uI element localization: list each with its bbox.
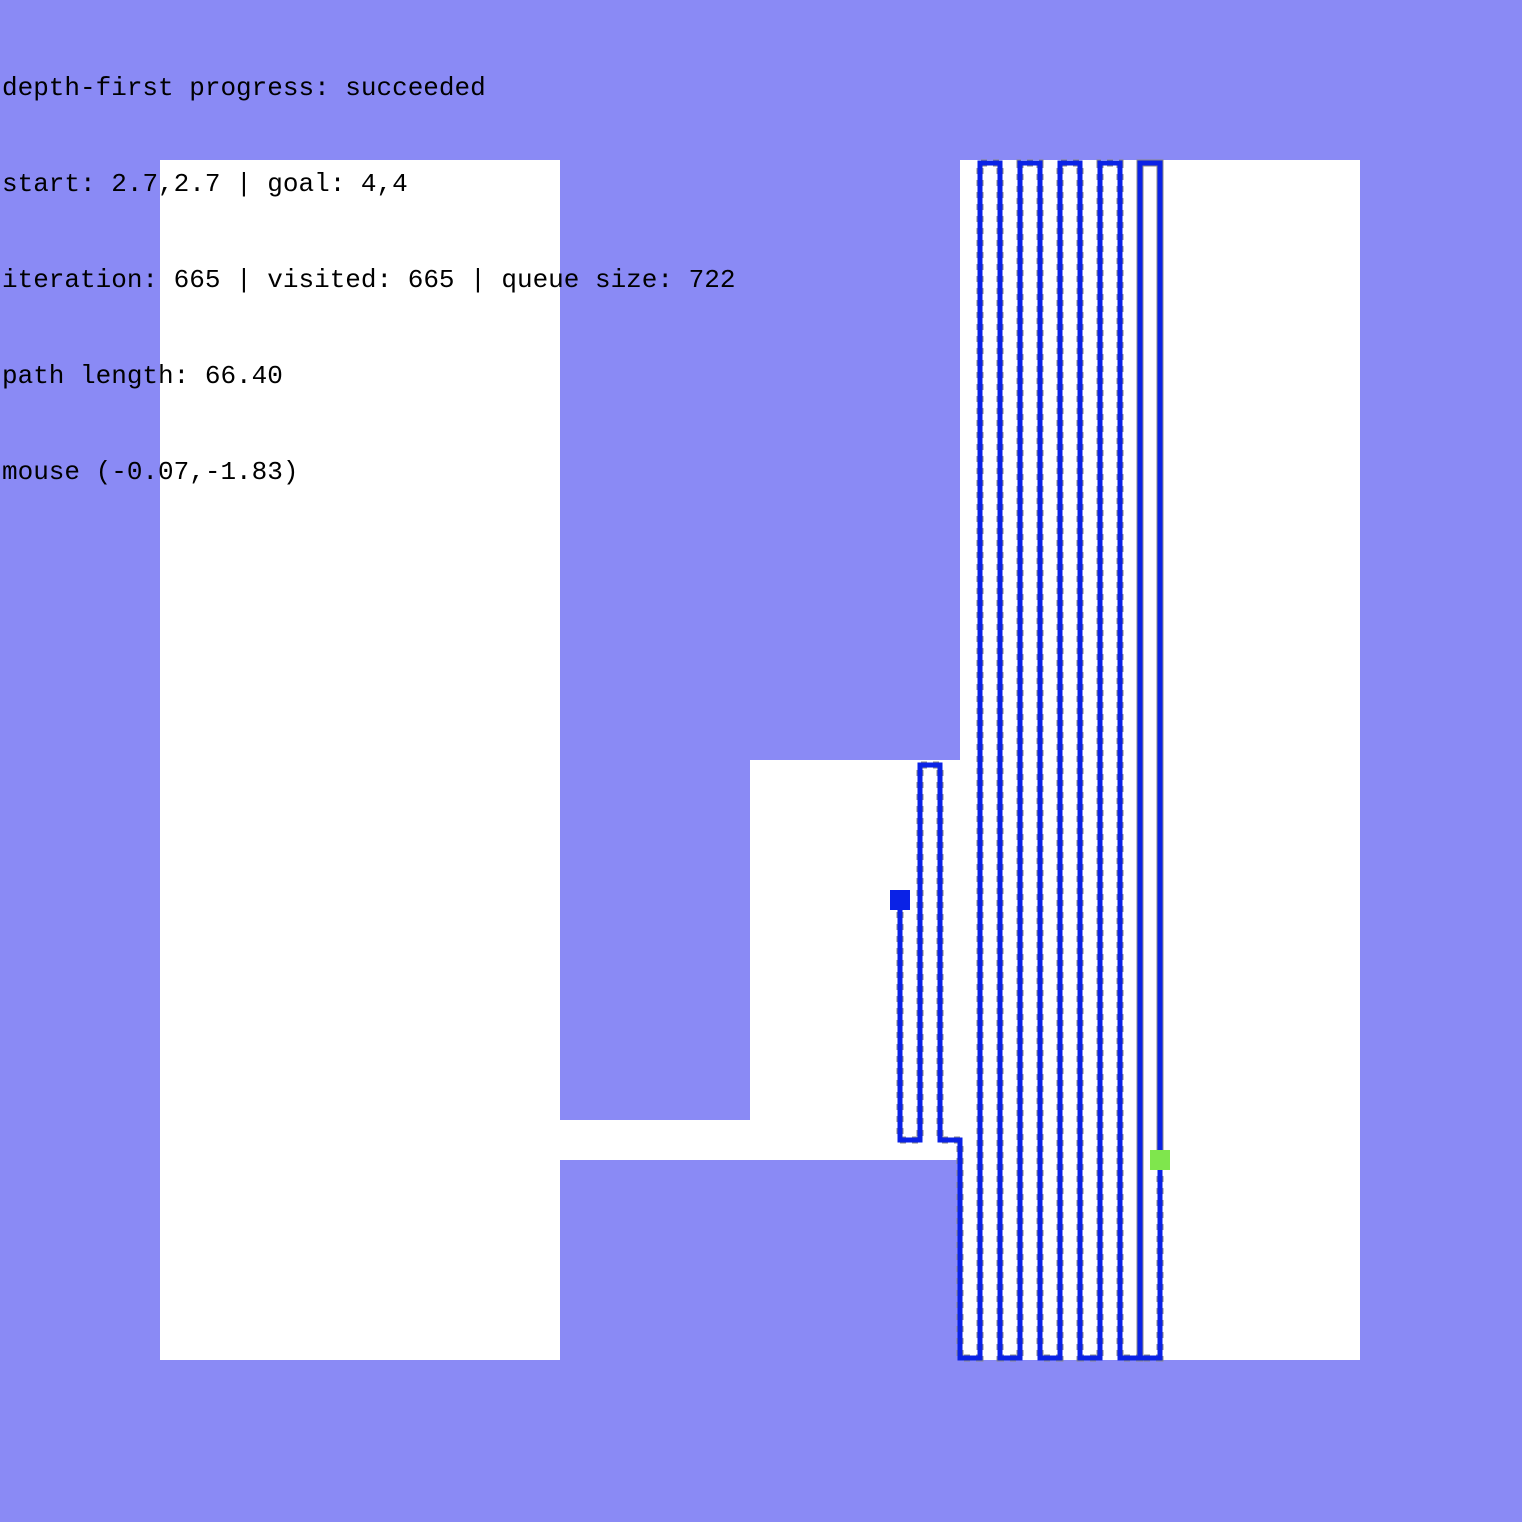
search-path [897,160,1163,1361]
free-space-middle-block [750,760,960,1160]
path-line [897,160,1163,1361]
free-space-left-block [160,160,560,1360]
goal-marker [1150,1150,1170,1170]
start-marker [890,890,910,910]
